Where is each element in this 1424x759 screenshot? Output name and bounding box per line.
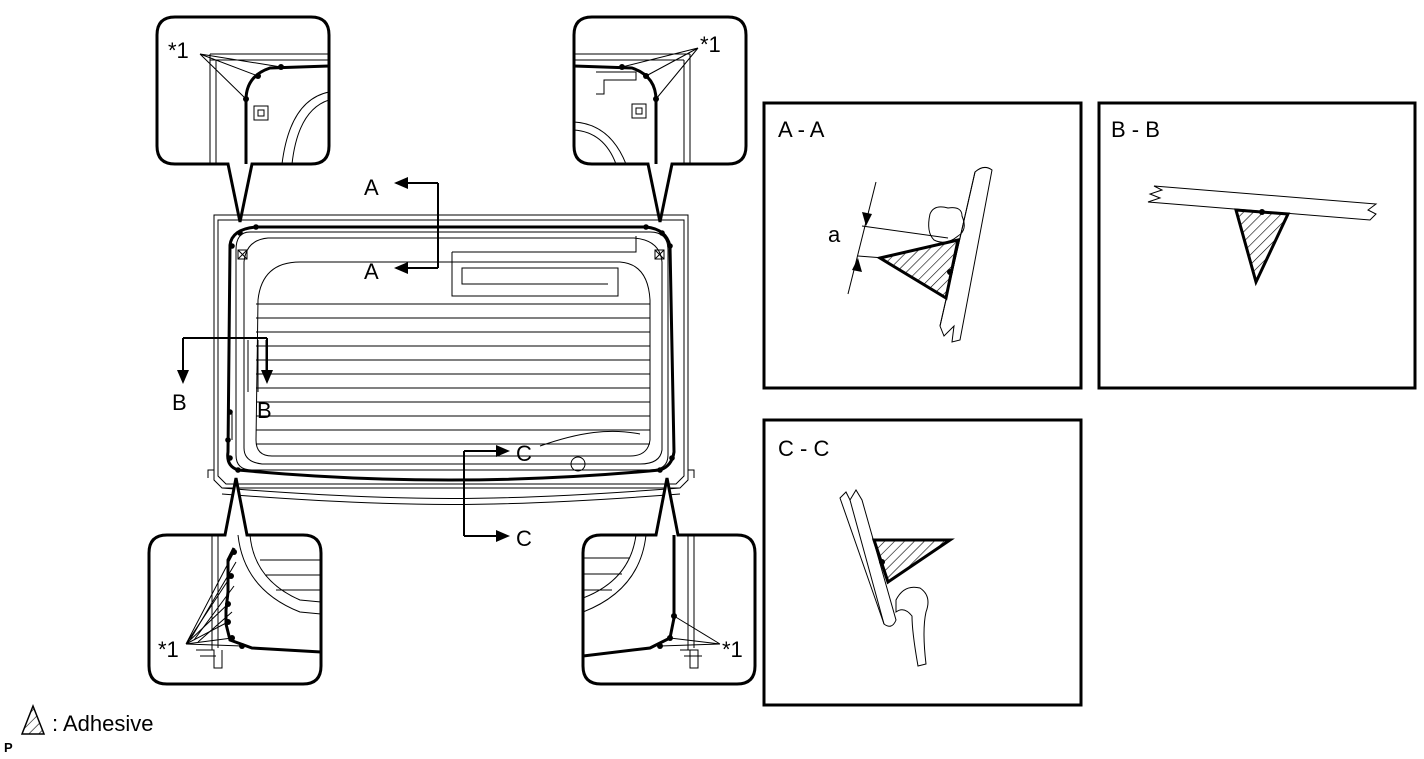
section-cc-title: C - C — [778, 436, 829, 461]
section-cc-panel: C - C — [762, 418, 1083, 707]
sensor-circle — [570, 456, 586, 472]
callout-bottom-left: *1 — [147, 477, 323, 686]
section-letter-b-right: B — [257, 398, 272, 423]
rear-window-main-view — [207, 214, 695, 505]
adhesive-bead — [226, 225, 676, 482]
section-aa-title: A - A — [778, 117, 825, 142]
section-letter-a-top: A — [364, 175, 379, 200]
legend-symbol-note: P — [4, 740, 13, 755]
section-arrow-a: A A — [364, 175, 439, 284]
callout-top-left: *1 — [155, 15, 331, 223]
section-arrow-b: B B — [172, 337, 273, 423]
callout-marker-top-left: *1 — [168, 38, 189, 63]
callout-marker-bottom-left: *1 — [158, 637, 179, 662]
clip-icon — [654, 249, 665, 260]
section-bb-panel: B - B — [1097, 101, 1417, 390]
legend: : Adhesive P — [4, 703, 154, 755]
callout-bottom-right: *1 — [581, 477, 757, 686]
adhesive-hatched-triangle-icon — [20, 703, 46, 735]
callout-marker-bottom-right: *1 — [722, 637, 743, 662]
section-letter-b-left: B — [172, 390, 187, 415]
defroster-lines — [256, 303, 650, 445]
legend-text: : Adhesive — [52, 711, 154, 736]
dimension-label-a: a — [828, 222, 841, 247]
clip-icon — [237, 249, 248, 260]
section-bb-title: B - B — [1111, 117, 1160, 142]
callout-top-right: *1 — [572, 15, 748, 223]
section-aa-panel: A - A a — [762, 101, 1083, 390]
bead-dots — [225, 224, 675, 473]
section-letter-c-bottom: C — [516, 526, 532, 551]
section-letter-c-top: C — [516, 441, 532, 466]
adhesive-triangle-aa — [876, 238, 960, 301]
callout-marker-top-right: *1 — [700, 32, 721, 57]
section-arrow-c: C C — [463, 441, 532, 551]
section-letter-a-bottom: A — [364, 259, 379, 284]
